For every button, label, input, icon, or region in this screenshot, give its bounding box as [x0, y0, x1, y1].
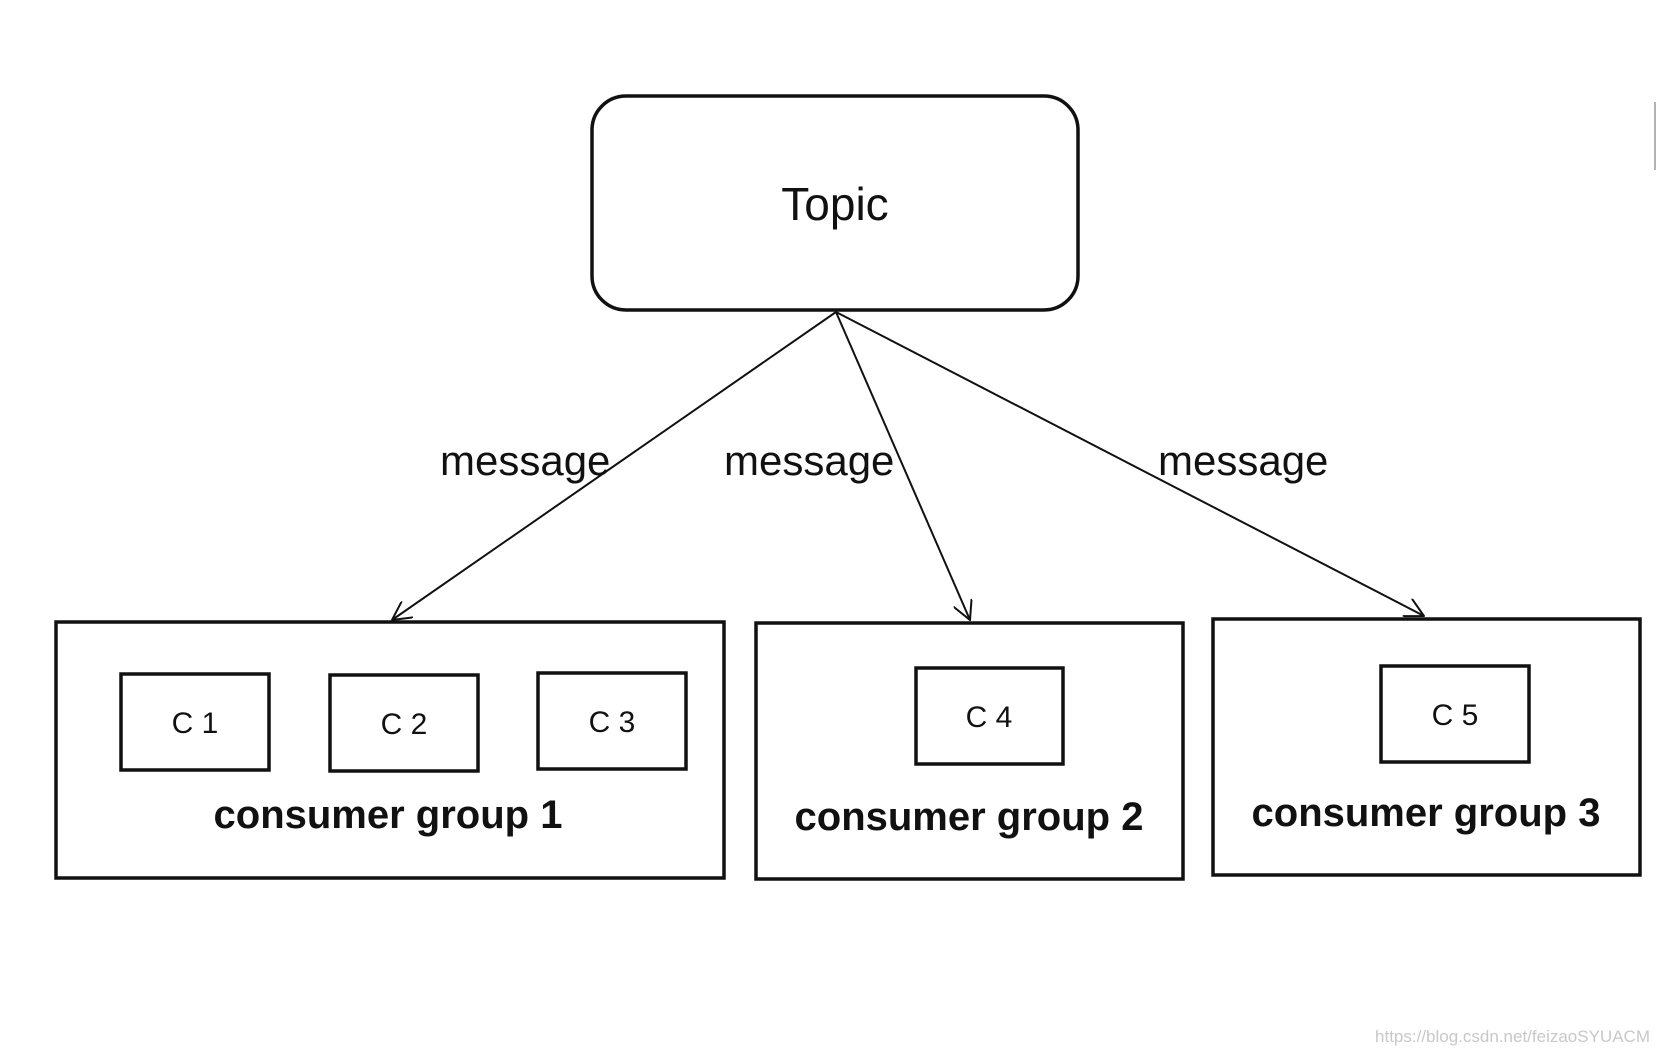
watermark: https://blog.csdn.net/feizaoSYUACM	[1375, 1027, 1650, 1046]
consumer-c1: C 1	[119, 672, 271, 772]
edge-to-group3	[835, 311, 1424, 616]
consumer-label: C 3	[589, 706, 636, 739]
edge-label-2: message	[724, 437, 894, 484]
edge-label-3: message	[1158, 437, 1328, 484]
consumer-group-3: C 5 consumer group 3	[1211, 617, 1642, 877]
consumer-c4: C 4	[914, 666, 1065, 766]
consumer-label: C 5	[1432, 699, 1479, 732]
group-label-1: consumer group 1	[214, 793, 563, 837]
consumer-group-1: C 1 C 2 C 3 consumer group 1	[54, 620, 726, 880]
consumer-label: C 2	[381, 708, 428, 741]
topic-label: Topic	[781, 178, 888, 230]
consumer-group-2: C 4 consumer group 2	[754, 621, 1185, 881]
consumer-label: C 4	[966, 701, 1013, 734]
edge-to-group1	[392, 311, 837, 620]
consumer-c3: C 3	[536, 671, 688, 771]
edge-to-group2	[835, 311, 970, 620]
consumer-label: C 1	[172, 707, 219, 740]
group-label-2: consumer group 2	[795, 795, 1144, 839]
consumer-c2: C 2	[328, 673, 480, 773]
consumer-c5: C 5	[1379, 664, 1531, 764]
edge-label-1: message	[440, 437, 610, 484]
topic-node: Topic	[590, 94, 1080, 312]
group-label-3: consumer group 3	[1252, 791, 1601, 835]
